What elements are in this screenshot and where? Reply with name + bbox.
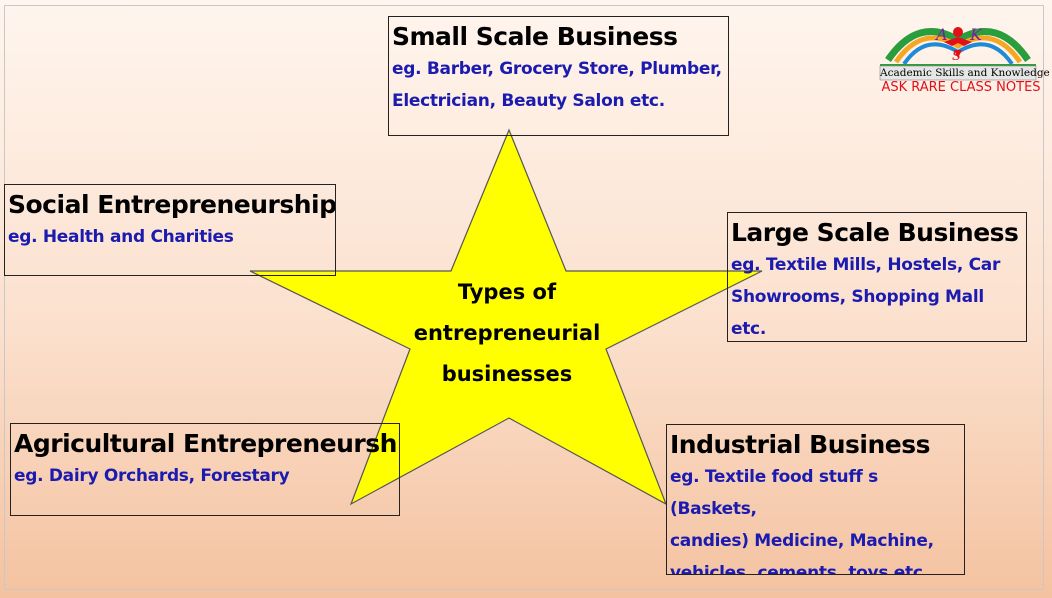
logo-tagline-bar xyxy=(879,65,1037,81)
social-entrepreneurships-example: eg. Health and Charities xyxy=(8,227,234,247)
small-scale-business-box: Small Scale Business eg. Barber, Grocery… xyxy=(388,16,729,136)
ask-logo: A S K xyxy=(879,25,1037,81)
logo-letter-k: K xyxy=(969,25,983,44)
logo-figure-arms-icon xyxy=(944,37,972,46)
industrial-business-box: Industrial Business eg. Textile food stu… xyxy=(666,424,965,575)
industrial-business-example-3: vehicles, cements, toys etc. xyxy=(670,563,929,575)
logo-letter-a: A xyxy=(934,25,948,44)
small-scale-business-example-2: Electrician, Beauty Salon etc. xyxy=(392,91,665,111)
logo-tagline: Academic Skills and Knowledge xyxy=(880,67,1050,79)
logo-letter-s: S xyxy=(952,49,961,64)
large-scale-business-title: Large Scale Business xyxy=(731,218,1019,247)
small-scale-business-example-1: eg. Barber, Grocery Store, Plumber, xyxy=(392,59,722,79)
agricultural-entrepreneurships-example: eg. Dairy Orchards, Forestary xyxy=(14,466,290,486)
center-label-line-3: businesses xyxy=(441,362,573,386)
industrial-business-example-2: candies) Medicine, Machine, xyxy=(670,531,934,551)
center-label-line-1: Types of xyxy=(457,280,557,304)
logo-figure-head-icon xyxy=(953,27,963,37)
agricultural-entrepreneurships-box: Agricultural Entrepreneurships eg. Dairy… xyxy=(10,423,400,516)
center-label-line-2: entrepreneurial xyxy=(413,321,601,345)
social-entrepreneurships-box: Social Entrepreneurships eg. Health and … xyxy=(4,184,336,276)
logo-figure-body-icon xyxy=(954,50,962,58)
industrial-business-example-1: eg. Textile food stuff s (Baskets, xyxy=(670,467,878,519)
star-polygon xyxy=(249,128,763,506)
large-scale-business-example-2: Showrooms, Shopping Mall etc. xyxy=(731,287,984,339)
industrial-business-title: Industrial Business xyxy=(670,430,930,459)
center-label: Types of entrepreneurial businesses xyxy=(400,272,614,395)
large-scale-business-box: Large Scale Business eg. Textile Mills, … xyxy=(727,212,1027,342)
large-scale-business-example-1: eg. Textile Mills, Hostels, Car xyxy=(731,255,1001,275)
social-entrepreneurships-title: Social Entrepreneurships xyxy=(8,190,336,219)
logo-arc-orange-icon xyxy=(893,35,1023,64)
small-scale-business-title: Small Scale Business xyxy=(392,22,678,51)
logo-brand: ASK RARE CLASS NOTES xyxy=(881,80,1041,95)
agricultural-entrepreneurships-title: Agricultural Entrepreneurships xyxy=(14,429,400,458)
slide-frame xyxy=(4,5,1044,590)
